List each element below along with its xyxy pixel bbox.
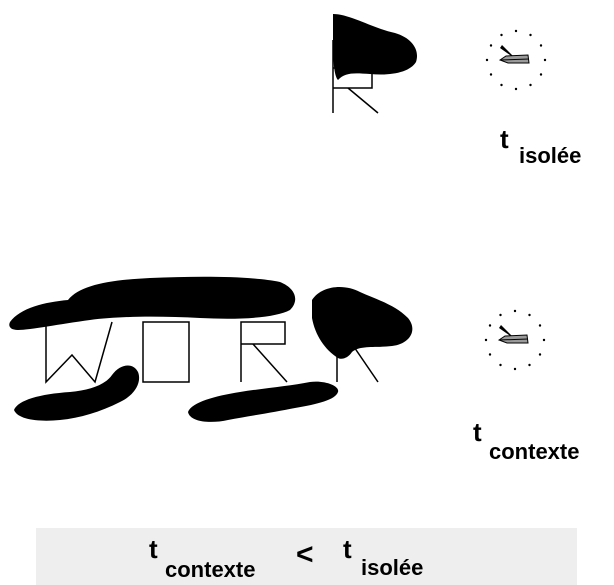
clock-icon bbox=[485, 310, 545, 370]
isolated-time-label: t isolée bbox=[500, 124, 581, 168]
svg-text:isolée: isolée bbox=[361, 555, 423, 580]
svg-text:t: t bbox=[500, 124, 509, 154]
svg-text:<: < bbox=[296, 538, 314, 571]
svg-text:t: t bbox=[473, 417, 482, 447]
clock-icon bbox=[486, 30, 546, 90]
svg-text:contexte: contexte bbox=[489, 439, 579, 464]
context-time-label: t contexte bbox=[473, 417, 579, 464]
svg-text:t: t bbox=[343, 534, 352, 564]
occluded-word-icon bbox=[9, 277, 412, 422]
svg-text:isolée: isolée bbox=[519, 143, 581, 168]
svg-text:t: t bbox=[149, 534, 158, 564]
occluded-letter-r-icon bbox=[333, 14, 417, 113]
svg-text:contexte: contexte bbox=[165, 557, 255, 582]
